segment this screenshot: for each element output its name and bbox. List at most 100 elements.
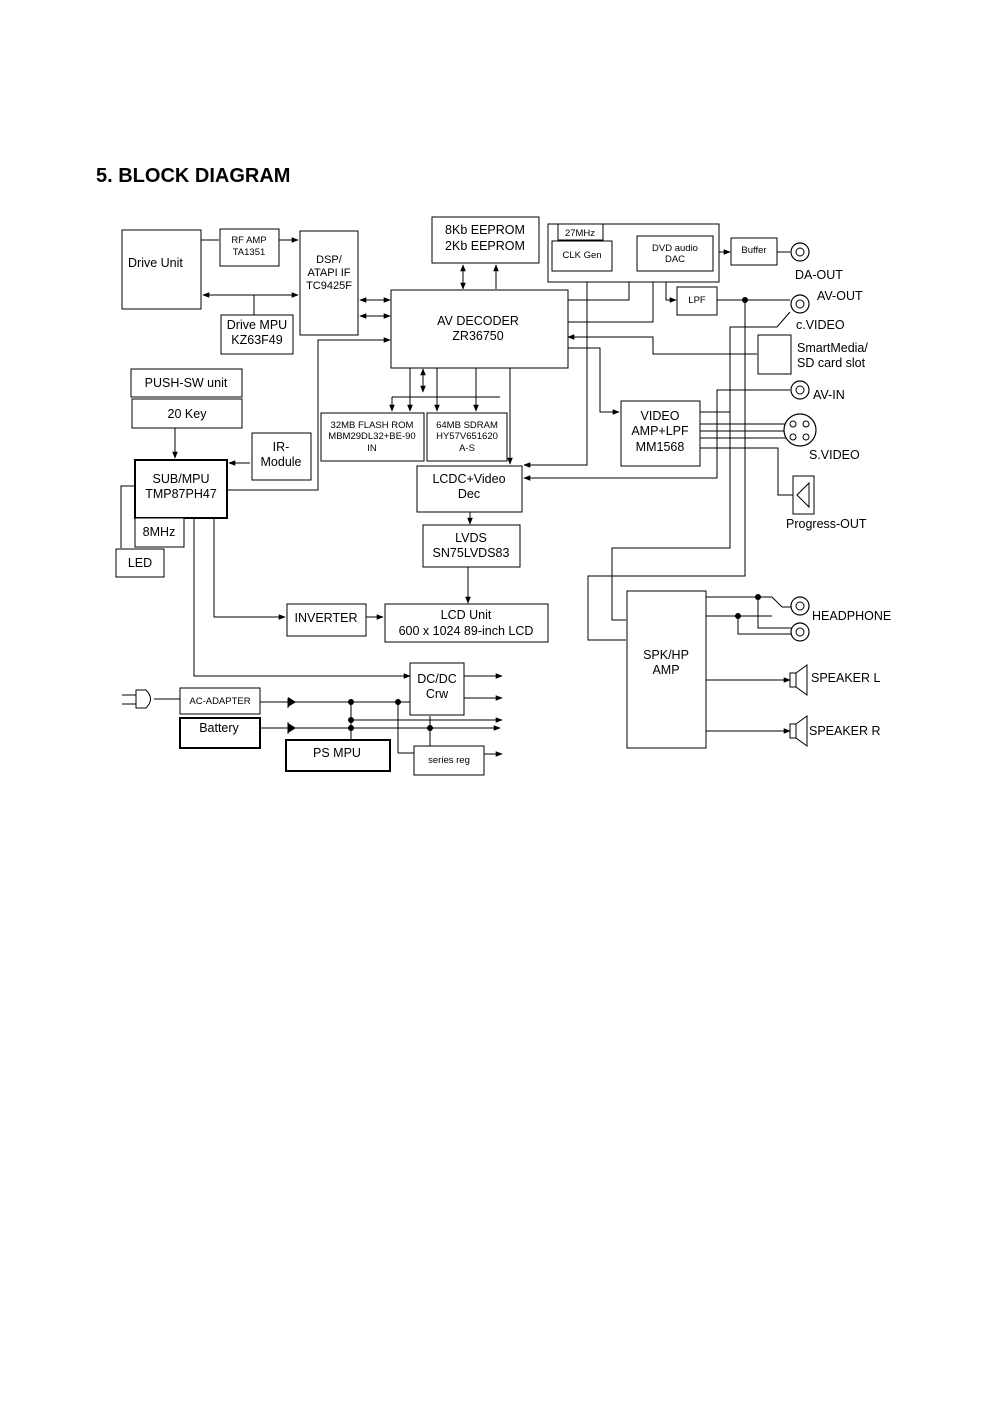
svg-text:S.VIDEO: S.VIDEO: [809, 448, 860, 462]
drive-unit-block: Drive Unit: [121, 229, 202, 310]
svg-text:HY57V651620: HY57V651620: [436, 431, 498, 442]
buffer-block: Buffer: [730, 237, 778, 266]
svg-text:AV-OUT: AV-OUT: [817, 289, 863, 303]
svg-text:8Kb EEPROM: 8Kb EEPROM: [445, 223, 525, 237]
wire-submpu-led: [120, 485, 135, 548]
sub-mpu-block: SUB/MPU TMP87PH47: [134, 459, 228, 519]
wire-cvideo: [700, 311, 791, 413]
svg-text:20 Key: 20 Key: [168, 407, 208, 421]
svg-text:LCDC+Video: LCDC+Video: [432, 472, 505, 486]
key20-block: 20 Key: [131, 398, 243, 429]
svg-text:600 x 1024 89-inch LCD: 600 x 1024 89-inch LCD: [399, 624, 534, 638]
speaker-icon: [795, 715, 808, 747]
lcdc-block: LCDC+Video Dec: [416, 465, 523, 513]
eeprom-block: 8Kb EEPROM 2Kb EEPROM: [431, 216, 540, 264]
audio-clock-group: 27MHz CLK Gen DVD audio DAC: [547, 223, 720, 283]
battery-block: Battery: [179, 717, 261, 749]
da-out-jack: DA-OUT: [790, 242, 843, 282]
svg-text:PS MPU: PS MPU: [313, 746, 361, 760]
svg-text:LVDS: LVDS: [455, 531, 487, 545]
junction: [348, 725, 354, 731]
svg-text:Crw: Crw: [426, 687, 449, 701]
svg-text:SD card slot: SD card slot: [797, 356, 866, 370]
progress-out-connector: Progress-OUT: [786, 475, 867, 531]
svg-text:SPEAKER L: SPEAKER L: [811, 671, 881, 685]
junction: [348, 699, 354, 705]
junction: [348, 717, 354, 723]
lvds-block: LVDS SN75LVDS83: [422, 524, 521, 568]
svg-text:TMP87PH47: TMP87PH47: [145, 487, 217, 501]
rf-amp-block: RF AMP TA1351: [219, 228, 280, 267]
svg-text:HEADPHONE: HEADPHONE: [812, 609, 891, 623]
svg-text:CLK Gen: CLK Gen: [562, 250, 601, 261]
svg-text:MBM29DL32+BE-90: MBM29DL32+BE-90: [328, 431, 415, 442]
junction: [742, 297, 748, 303]
svg-text:Module: Module: [261, 455, 302, 469]
svg-text:DVD audio: DVD audio: [652, 243, 698, 254]
svg-text:IN: IN: [367, 443, 377, 454]
svg-text:Drive MPU: Drive MPU: [227, 318, 287, 332]
svg-text:DAC: DAC: [665, 254, 685, 265]
junction: [735, 613, 741, 619]
svg-text:ATAPI IF: ATAPI IF: [308, 267, 351, 279]
diode-2: [288, 723, 296, 733]
svg-text:LPF: LPF: [688, 295, 706, 306]
sdram-block: 64MB SDRAM HY57V651620 A-S: [426, 412, 508, 462]
lpf-block: LPF: [676, 286, 718, 316]
av-out-jack: AV-OUT c.VIDEO: [790, 289, 863, 332]
svg-text:SN75LVDS83: SN75LVDS83: [433, 546, 510, 560]
svg-text:TC9425F: TC9425F: [306, 280, 352, 292]
svg-text:A-S: A-S: [459, 443, 475, 454]
wire-audio-spk-2: [611, 412, 731, 621]
svg-text:Progress-OUT: Progress-OUT: [786, 517, 867, 531]
svg-text:2Kb EEPROM: 2Kb EEPROM: [445, 239, 525, 253]
video-amp-block: VIDEO AMP+LPF MM1568: [620, 400, 701, 467]
svideo-connector-icon: [783, 413, 817, 447]
lcd-unit-block: LCD Unit 600 x 1024 89-inch LCD: [384, 603, 549, 643]
wire-av-videoamp: [568, 347, 620, 415]
svg-text:MM1568: MM1568: [636, 440, 685, 454]
svg-text:64MB SDRAM: 64MB SDRAM: [436, 420, 498, 431]
svg-text:SmartMedia/: SmartMedia/: [797, 341, 868, 355]
wire-progress: [700, 447, 793, 496]
svg-text:Dec: Dec: [458, 487, 480, 501]
spk-hp-amp-block: SPK/HP AMP: [626, 590, 707, 749]
headphone-jack: HEADPHONE: [790, 596, 891, 642]
svg-text:DC/DC: DC/DC: [417, 672, 457, 686]
svg-text:DSP/: DSP/: [316, 254, 343, 266]
svg-text:IR-: IR-: [273, 440, 290, 454]
connector-icon: [796, 481, 810, 509]
led-block: LED: [115, 548, 165, 578]
svg-text:AC-ADAPTER: AC-ADAPTER: [189, 696, 250, 707]
dsp-block: DSP/ ATAPI IF TC9425F: [299, 230, 359, 336]
svg-text:AMP: AMP: [652, 663, 679, 677]
wire-hp-3: [757, 597, 792, 629]
wire-submpu-dcdc: [193, 518, 411, 679]
svg-text:AV DECODER: AV DECODER: [437, 314, 519, 328]
ac-adapter-block: AC-ADAPTER: [179, 687, 261, 715]
junction: [427, 725, 433, 731]
svg-text:SUB/MPU: SUB/MPU: [153, 472, 210, 486]
ac-plug-icon: [135, 689, 151, 709]
speaker-l: SPEAKER L: [789, 664, 881, 696]
osc-8mhz-block: 8MHz: [134, 517, 185, 548]
wire-clk-lcdc: [523, 271, 588, 468]
s-video-jack: S.VIDEO: [783, 413, 860, 462]
svg-text:SPEAKER R: SPEAKER R: [809, 724, 881, 738]
svg-text:AMP+LPF: AMP+LPF: [631, 424, 689, 438]
wire-av-dac-2: [568, 270, 656, 323]
svg-text:32MB FLASH ROM: 32MB FLASH ROM: [331, 420, 414, 431]
wire-submpu-av: [228, 337, 391, 491]
series-reg-block: series reg: [413, 745, 485, 776]
svg-text:KZ63F49: KZ63F49: [231, 333, 282, 347]
svg-text:RF AMP: RF AMP: [231, 235, 266, 246]
svg-text:LCD Unit: LCD Unit: [441, 608, 492, 622]
svg-text:27MHz: 27MHz: [565, 228, 595, 239]
diode-1: [288, 697, 296, 707]
svg-text:TA1351: TA1351: [233, 247, 266, 258]
dcdc-block: DC/DC Crw: [409, 662, 465, 716]
svg-text:SPK/HP: SPK/HP: [643, 648, 689, 662]
svg-text:Drive Unit: Drive Unit: [128, 256, 183, 270]
flash-rom-block: 32MB FLASH ROM MBM29DL32+BE-90 IN: [320, 412, 425, 462]
